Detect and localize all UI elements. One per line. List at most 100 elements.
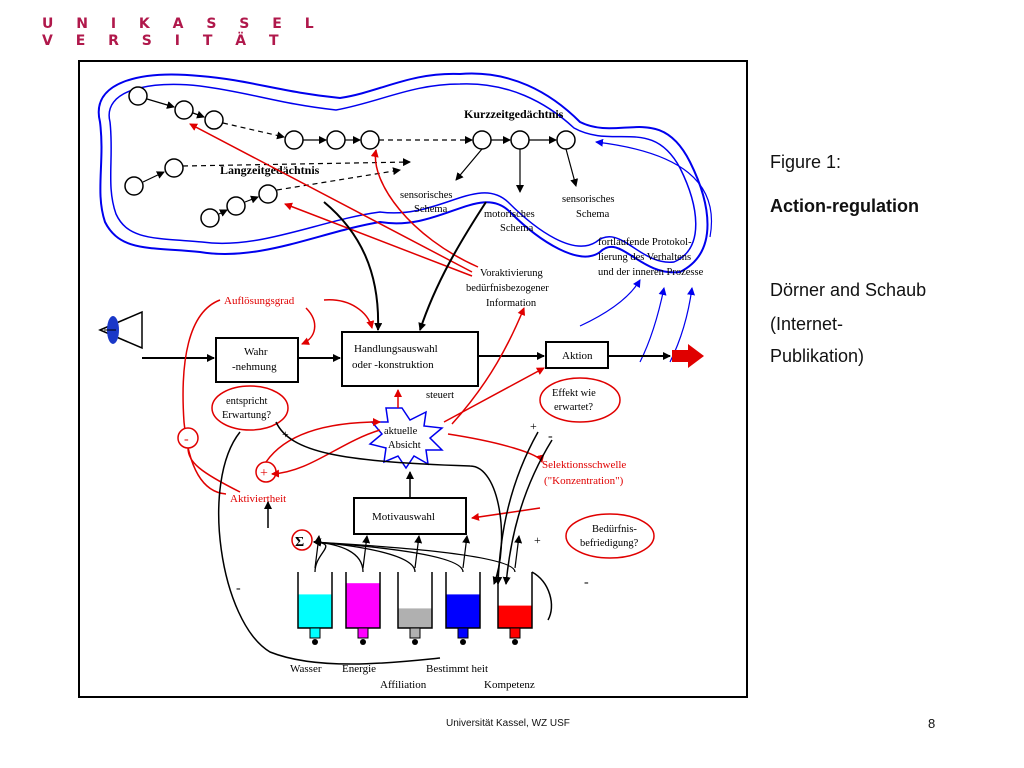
sensory-schema-1-line1: sensorisches [400,190,453,201]
entspricht-erwartung-ellipse [211,385,289,431]
effekt-line1: Effekt wie [552,388,596,399]
tank-1 [297,535,333,645]
protokoll-line1: fortlaufende Protokol- [598,237,692,248]
tank-label-wasser: Wasser [290,663,322,675]
tank-fill [346,583,380,628]
motor-schema-line1: motorisches [484,209,535,220]
figure-authors: Dörner and Schaub [770,280,927,300]
figure-source-line2: Publikation) [770,346,865,366]
memory-cloud-outer [97,72,709,274]
tank-to-motive-arrow [514,535,523,569]
tank-valve-icon [460,639,466,645]
figure-title: Action-regulation [770,196,919,216]
protokoll-line2: lierung des Verhaltens [598,252,691,263]
minus-sign-left: - [236,581,241,596]
sigma-circle [291,529,313,551]
handlungsauswahl-box [341,331,479,387]
need-tanks [297,535,533,645]
figure-label: Figure 1: [770,152,842,172]
absicht-line2: Absicht [388,440,421,451]
tank-to-motive-arrow [462,535,471,569]
beduerfnis-ellipse [565,513,655,559]
plus-sign-beduerfnis: + [534,533,541,547]
tank-outlet [457,627,469,639]
plus-circle-label: + [260,466,268,481]
tank-to-motive-arrow [414,535,423,569]
effekt-line2: erwartet? [554,402,593,413]
memory-cloud-inner [108,83,697,263]
handlungsauswahl-line2: oder -konstruktion [352,359,434,371]
action-regulation-diagram: Kurzzeitgedächtnis Langzeitgedächtnis se… [97,72,712,691]
voraktivierung-line1: Voraktivierung [480,268,544,279]
tank-5 [313,535,533,645]
voraktivierung-arrows [189,123,479,277]
tank-label-affiliation: Affiliation [380,679,427,691]
steuert-label: steuert [426,390,454,401]
selektion-line1: Selektionsschwelle [542,459,626,471]
minus-sign-right: - [584,575,589,590]
memory-links [142,98,579,217]
university-logo: U N I K A S S E L V E R S I T Ä T [42,16,323,50]
entspricht-line2: Erwartung? [222,410,271,421]
langzeit-label: Langzeitgedächtnis [220,163,320,177]
logo-line-1: U N I K A S S E L [42,16,323,32]
figure-source-line1: (Internet- [770,314,844,334]
tank-2 [313,535,381,645]
motivauswahl-label: Motivauswahl [372,511,435,523]
tank-label-energie: Energie [342,663,376,675]
aktuelle-absicht-star [368,407,444,470]
tank-fill [446,594,480,628]
beduerfnis-line1: Bedürfnis- [592,524,637,535]
aufloesungsgrad-label: Auflösungsgrad [224,295,295,307]
tank-valve-icon [312,639,318,645]
logo-line-2: V E R S I T Ä T [42,33,288,49]
tank-outlet [409,627,421,639]
wahrnehmung-line1: Wahr [244,346,268,358]
tank-fill [498,605,532,628]
tank-to-motive-arrow [362,535,371,569]
tank-valve-icon [360,639,366,645]
kurzzeit-label: Kurzzeitgedächtnis [464,107,564,121]
tank-fill [298,594,332,628]
wahrnehmung-line2: -nehmung [232,361,277,373]
selektion-line2: ("Konzentration") [544,475,624,487]
motive-arrows [218,421,553,665]
tank-outlet [509,627,521,639]
minus-circle-label: - [184,432,189,447]
sigma-label: Σ [295,535,304,550]
tank-valve-icon [512,639,518,645]
entspricht-line1: entspricht [226,396,267,407]
protokoll-line3: und der inneren Prozesse [598,267,704,278]
motor-schema-line2: Schema [500,223,534,234]
tank-to-sigma-arrow [313,538,516,573]
aktion-box [545,341,609,369]
center-red-arrows [187,307,545,521]
aktiviertheit-label: Aktiviertheit [230,493,286,505]
wahrnehmung-box [215,337,299,383]
effekt-erwartet-ellipse [539,377,621,423]
tank-fill [398,608,432,628]
minus-sign-effekt: - [548,429,553,444]
aufloesungsgrad-arrows [182,299,375,495]
plus-sign-effekt: + [530,419,537,433]
output-arrow-icon [672,344,704,368]
sensory-schema-1-line2: Schema [414,204,448,215]
page-number: 8 [928,716,936,731]
tank-outlet [309,627,321,639]
main-flow-arrows [142,201,671,362]
eye-icon [98,310,143,350]
tank-outlet [357,627,369,639]
sensory-schema-2-line2: Schema [576,209,610,220]
voraktivierung-line2: bedürfnisbezogener [466,283,549,294]
sensory-schema-2-line1: sensorisches [562,194,615,205]
tank-label-kompetenz: Kompetenz [484,679,535,691]
tank-4 [313,535,481,645]
absicht-line1: aktuelle [384,426,418,437]
handlungsauswahl-line1: Handlungsauswahl [354,343,438,355]
voraktivierung-line3: Information [486,298,537,309]
figure-frame: Kurzzeitgedächtnis Langzeitgedächtnis se… [78,60,748,698]
tank-label-bestimmtheit: Bestimmt heit [426,663,488,675]
tank-valve-icon [412,639,418,645]
beduerfnis-line2: befriedigung? [580,538,639,549]
aktion-label: Aktion [562,350,593,362]
